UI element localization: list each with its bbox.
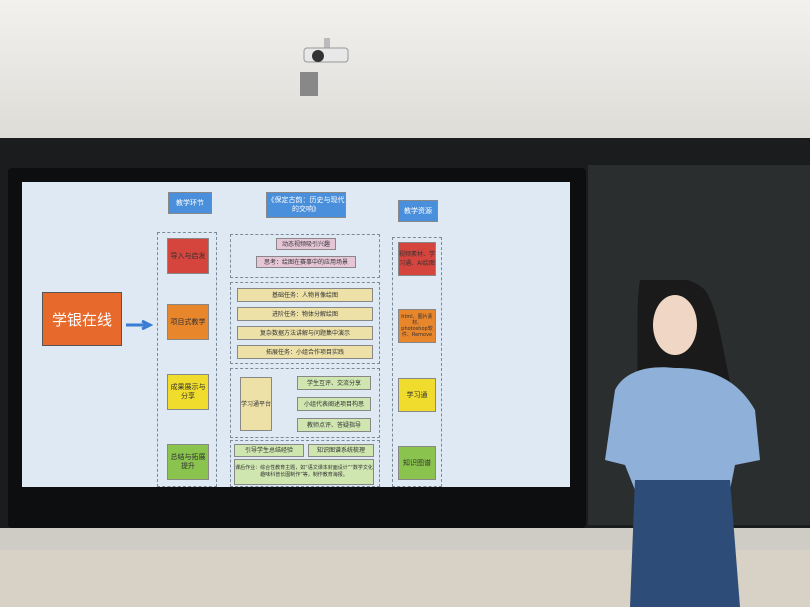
project-group bbox=[230, 282, 380, 364]
board-ledge bbox=[0, 528, 810, 550]
presenter bbox=[605, 280, 760, 607]
project-item: 进阶任务：物体分解绘图 bbox=[237, 307, 373, 321]
intro-item: 思考：绘图在赛事中的应用场景 bbox=[256, 256, 356, 268]
ceiling bbox=[0, 0, 810, 150]
stages-column bbox=[157, 232, 217, 487]
slide: 学银在线 教学环节 《保定古韵：历史与现代的交响》 教学资源 导入与启发 项目式… bbox=[22, 182, 570, 487]
arrow-right-icon bbox=[126, 320, 154, 330]
intro-item: 动态视频吸引兴趣 bbox=[276, 238, 336, 250]
header-teaching-stages: 教学环节 bbox=[168, 192, 212, 214]
project-item: 拓展任务：小组合作项目实践 bbox=[237, 345, 373, 359]
share-item: 学生互评、交流分享 bbox=[297, 376, 371, 390]
security-camera bbox=[300, 38, 349, 96]
header-resources: 教学资源 bbox=[398, 200, 438, 222]
resource-video: 视频素材、学习通、AI绘图 bbox=[398, 242, 436, 276]
project-item: 复杂数据方法讲解与问题集中演示 bbox=[237, 326, 373, 340]
summary-item: 知识图谱系统梳理 bbox=[308, 444, 374, 457]
resource-html: html、图片素材、photoshop软件、Remove bbox=[398, 309, 436, 343]
share-item: 教师点评、答疑指导 bbox=[297, 418, 371, 432]
resource-xuexitong: 学习通 bbox=[398, 378, 436, 412]
homework: 课后作业：综合性教育主题，如“语文课本封面设计”“数学文化趣味科普长图制作”等，… bbox=[234, 459, 374, 485]
share-item: 小组代表阐述项目构思 bbox=[297, 397, 371, 411]
share-group bbox=[230, 368, 380, 438]
platform-box: 学习通平台 bbox=[240, 377, 272, 431]
stage-summary: 总结与拓展提升 bbox=[167, 444, 209, 480]
intro-group bbox=[230, 234, 380, 278]
stage-intro: 导入与启发 bbox=[167, 238, 209, 274]
logo-xueyin: 学银在线 bbox=[42, 292, 122, 346]
resources-column bbox=[392, 237, 442, 487]
project-item: 基础任务：人物肖像绘图 bbox=[237, 288, 373, 302]
stage-showcase: 成果展示与分享 bbox=[167, 374, 209, 410]
resource-knowledge-graph: 知识图谱 bbox=[398, 446, 436, 480]
stage-project: 项目式教学 bbox=[167, 304, 209, 340]
summary-group bbox=[230, 440, 380, 487]
slide-title: 《保定古韵：历史与现代的交响》 bbox=[266, 192, 346, 218]
summary-item: 引导学生总结经验 bbox=[234, 444, 304, 457]
